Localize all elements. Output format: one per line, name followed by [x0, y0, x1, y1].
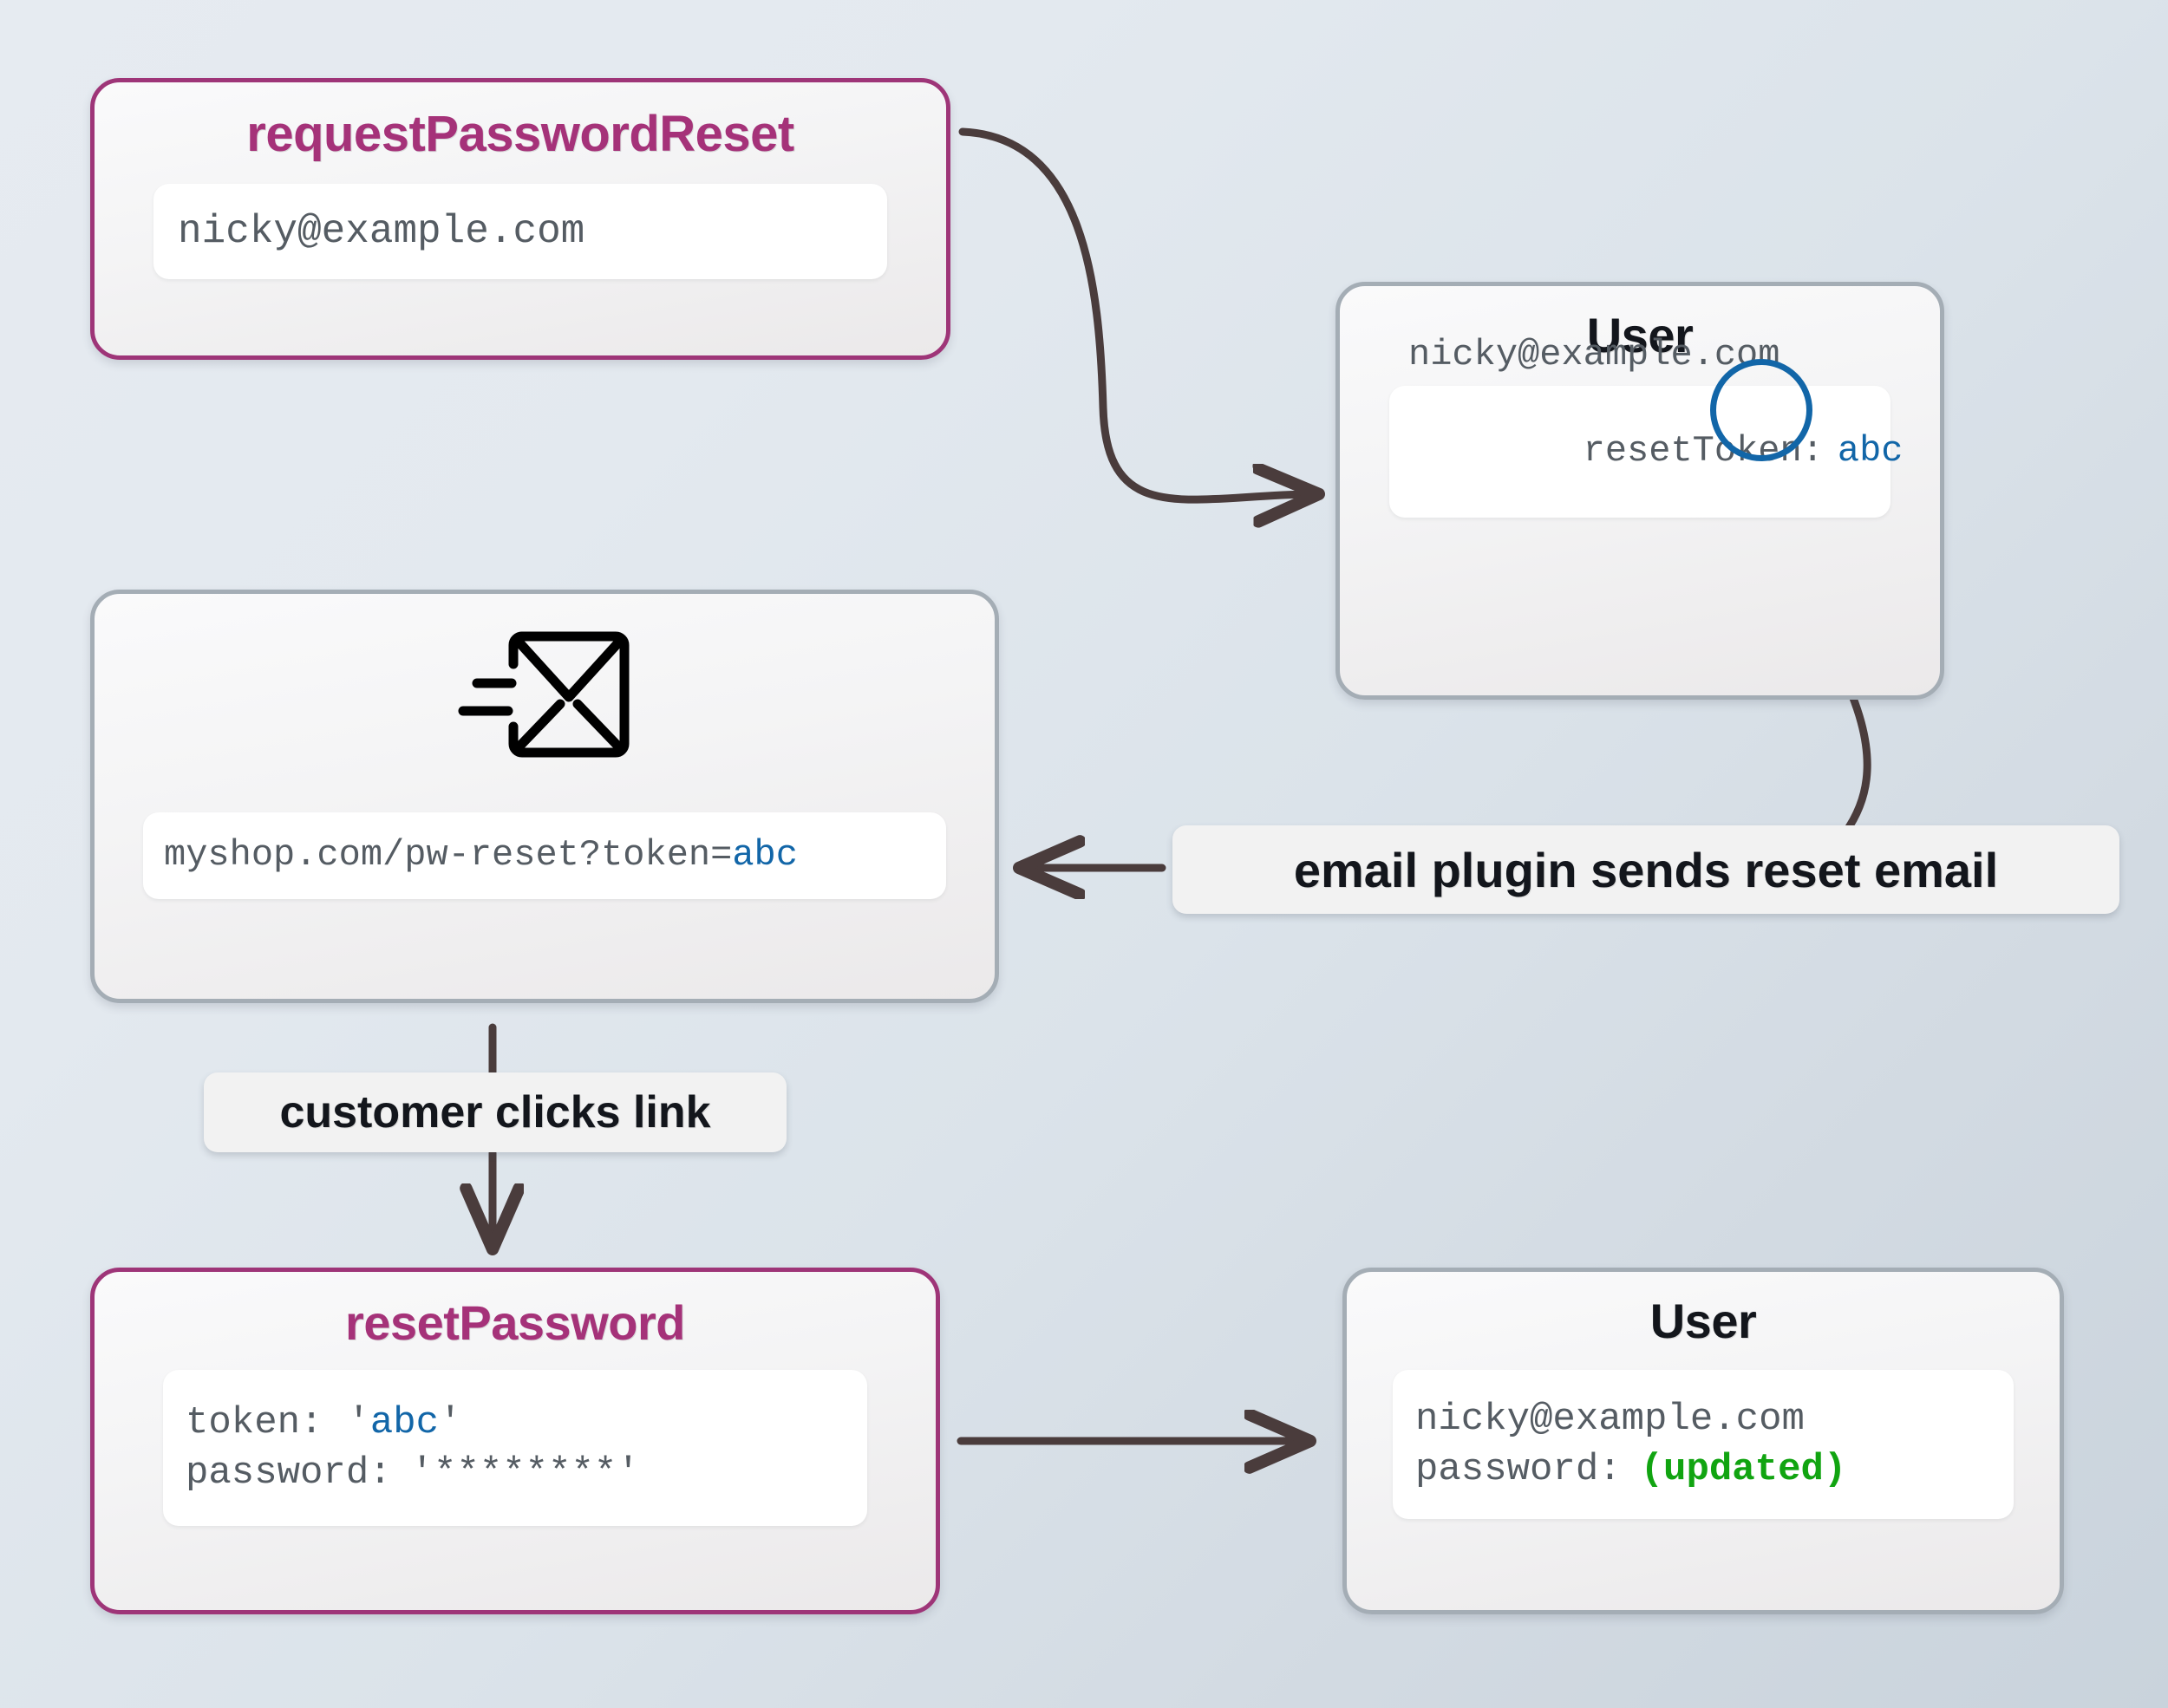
reset-link-token: abc: [732, 834, 798, 877]
node-user-with-token[interactable]: User nicky@example.com resetToken:abc: [1335, 282, 1944, 700]
user-bottom-email-value: nicky@example.com: [1415, 1397, 1805, 1441]
token-circle-highlight: [1710, 358, 1812, 461]
field-panel-user-bottom: nicky@example.com password: (updated): [1393, 1370, 2014, 1519]
reset-link-text: myshop.com/pw-reset?token=abc: [164, 831, 946, 879]
send-email-envelope-icon: [449, 625, 640, 764]
reset-token-quote-close: ': [439, 1400, 462, 1444]
reset-token-label: token:: [186, 1400, 323, 1444]
request-email-value: nicky@example.com: [178, 208, 585, 254]
edge-label-email-plugin: email plugin sends reset email: [1172, 825, 2119, 914]
node-title-reset-password: resetPassword: [345, 1295, 685, 1350]
node-request-password-reset[interactable]: requestPasswordReset nicky@example.com: [90, 78, 950, 360]
node-reset-email-message[interactable]: myshop.com/pw-reset?token=abc: [90, 590, 999, 1003]
field-panel-user-top: nicky@example.com resetToken:abc: [1389, 334, 1904, 518]
user-bottom-password-row: password: (updated): [1415, 1444, 2014, 1495]
reset-password-row: password: '********': [186, 1448, 867, 1498]
reset-token-value: abc: [369, 1400, 440, 1444]
user-top-token-row: resetToken:abc: [1408, 358, 1904, 572]
node-reset-password[interactable]: resetPassword token: 'abc' password: '****…: [90, 1268, 940, 1614]
user-bottom-password-value: (updated): [1640, 1448, 1847, 1491]
field-panel-reset-link: myshop.com/pw-reset?token=abc: [143, 812, 946, 899]
node-title-user-top: User: [1586, 308, 1694, 362]
reset-password-label: password:: [186, 1451, 392, 1495]
edge-label-customer-clicks: customer clicks link: [204, 1072, 787, 1152]
field-panel-request-email: nicky@example.com: [153, 184, 887, 279]
node-title-user-bottom: User: [1649, 1294, 1757, 1348]
user-top-email-value: nicky@example.com: [1408, 334, 1780, 376]
arrow-request-to-user: [958, 127, 1309, 499]
field-panel-reset-password: token: 'abc' password: '********': [163, 1370, 867, 1526]
user-bottom-password-label: password:: [1415, 1448, 1622, 1491]
reset-token-quote-open: ': [347, 1400, 370, 1444]
reset-token-row: token: 'abc': [186, 1398, 867, 1448]
node-user-updated[interactable]: User nicky@example.com password: (updated…: [1342, 1268, 2064, 1614]
node-title-request-password-reset: requestPasswordReset: [246, 106, 794, 162]
reset-password-value: '********': [410, 1451, 640, 1495]
reset-link-prefix: myshop.com/pw-reset?token=: [164, 834, 733, 877]
user-top-token-value: abc: [1837, 430, 1904, 473]
